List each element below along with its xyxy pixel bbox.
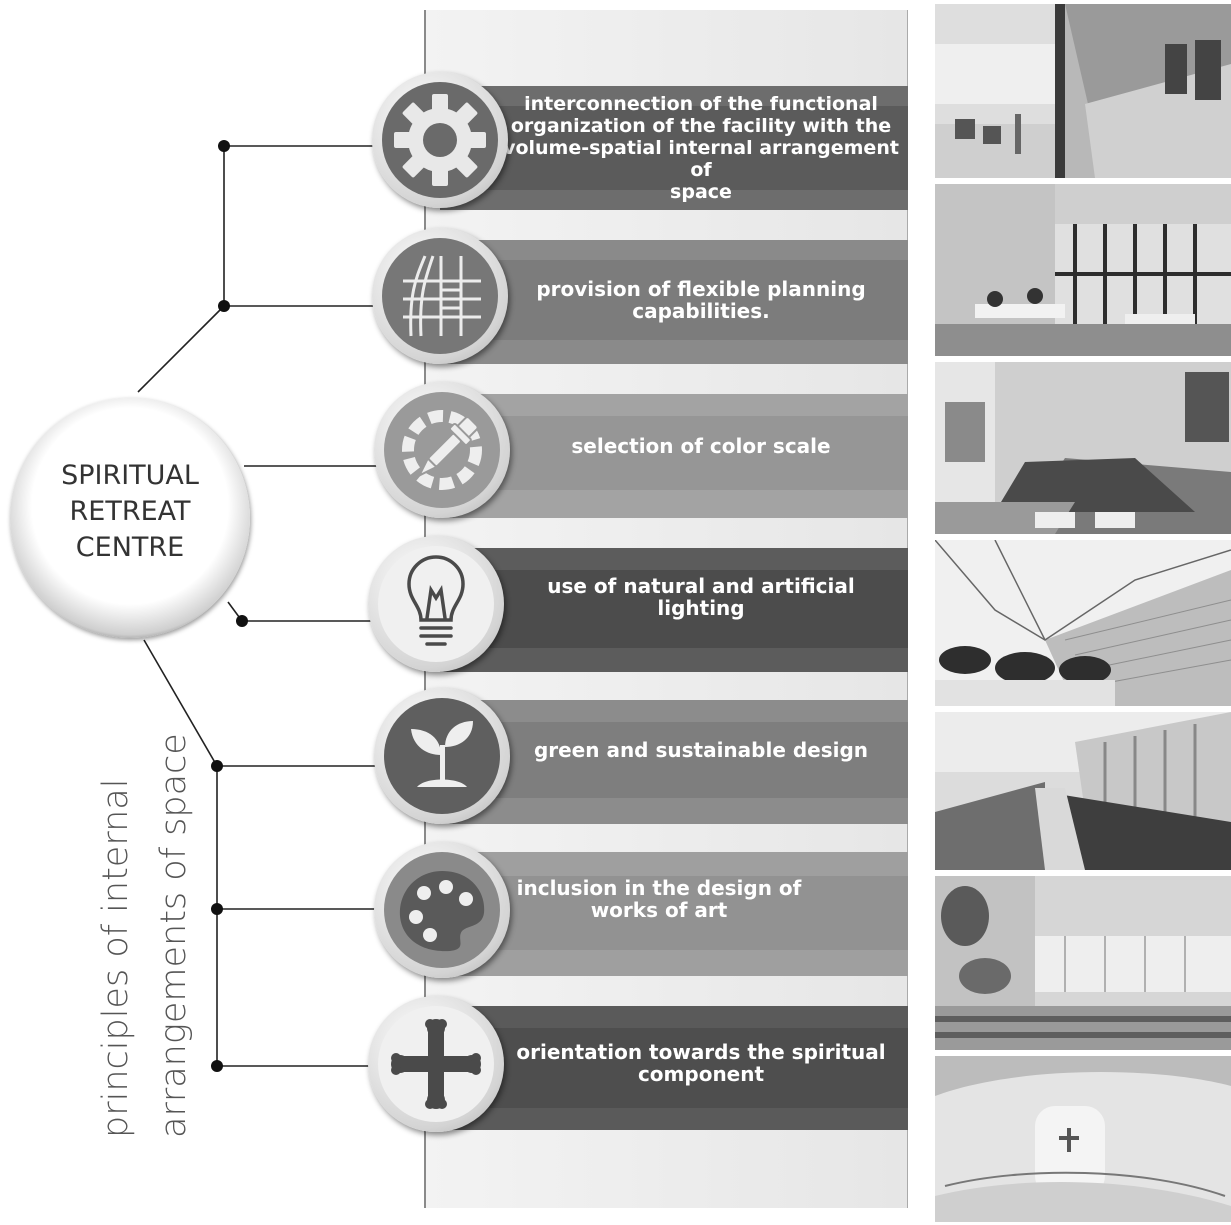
principle-3-badge xyxy=(374,382,510,518)
cross-icon xyxy=(391,1019,481,1109)
terrace-water-photo xyxy=(935,712,1231,870)
principle-7-badge xyxy=(368,996,504,1132)
side-title: principles of internal arrangements of s… xyxy=(96,718,194,1138)
dining-hall-photo xyxy=(935,184,1231,356)
principle-7-line-1: orientation towards the spiritual xyxy=(516,1040,886,1064)
principle-5-line-1: green and sustainable design xyxy=(533,738,869,762)
principle-4-line-2: lighting xyxy=(657,596,745,620)
principle-1-line-3: volume-spatial internal arrangement of xyxy=(503,137,899,181)
principle-band-5: green and sustainable design xyxy=(440,700,908,824)
side-title-line-1: principles of internal xyxy=(96,778,136,1138)
center-label-line-2: RETREAT xyxy=(69,496,191,527)
gear-icon xyxy=(394,94,486,186)
principle-3-line-1: selection of color scale xyxy=(571,434,831,458)
principle-1-badge xyxy=(372,72,508,208)
principle-2-badge xyxy=(372,228,508,364)
side-title-line-2: arrangements of space xyxy=(154,733,194,1138)
palette-icon xyxy=(399,871,485,952)
center-label-line-1: SPIRITUAL xyxy=(61,460,199,491)
chapel-lighting-photo xyxy=(935,540,1231,706)
sprout-icon xyxy=(411,721,473,787)
color-picker-icon xyxy=(402,410,482,490)
principle-7-line-2: component xyxy=(637,1062,765,1086)
center-label-line-3: CENTRE xyxy=(75,532,185,563)
principle-band-3: selection of color scale xyxy=(440,394,908,518)
principle-2-line-1: provision of flexible planning xyxy=(536,277,866,301)
church-art-photo xyxy=(935,876,1231,1050)
sanctuary-photo xyxy=(935,1056,1231,1222)
principle-6-line-1: inclusion in the design of xyxy=(516,876,802,900)
principle-1-line-2: organization of the facility with the xyxy=(510,115,892,137)
light-bulb-icon xyxy=(407,555,465,646)
principle-4-line-1: use of natural and artificial xyxy=(547,574,855,598)
principle-6-line-2: works of art xyxy=(590,898,728,922)
principle-2-line-2: capabilities. xyxy=(632,299,770,323)
principle-6-badge xyxy=(374,842,510,978)
principle-1-line-1: interconnection of the functional xyxy=(524,93,878,115)
principle-4-badge xyxy=(368,536,504,672)
meeting-room-photo xyxy=(935,362,1231,534)
center-node: SPIRITUAL RETREAT CENTRE xyxy=(10,398,250,638)
plan-grid-icon xyxy=(403,255,481,337)
principle-5-badge xyxy=(374,688,510,824)
principle-1-line-4: space xyxy=(670,181,732,203)
corridor-courtyard-photo xyxy=(935,4,1231,178)
